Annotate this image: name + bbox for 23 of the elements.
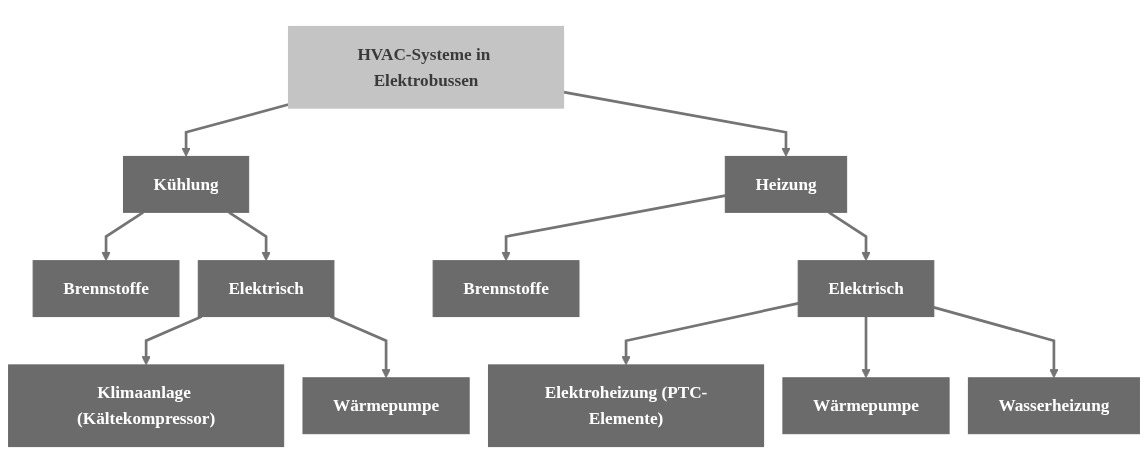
node-box: Kühlung <box>122 155 250 213</box>
arrow <box>101 211 144 262</box>
node-box: Elektroheizung (PTC-Elemente) <box>487 364 765 448</box>
arrow <box>141 315 203 366</box>
arrow <box>181 103 289 157</box>
arrow <box>228 211 271 262</box>
node-box: Brennstoffe <box>32 260 180 318</box>
node-box: Wasserheizung <box>967 377 1140 435</box>
arrow <box>563 90 791 157</box>
arrow <box>933 306 1059 379</box>
node-box: Klimaanlage (Kältekompressor) <box>8 364 285 448</box>
arrow <box>501 194 726 262</box>
node-box: Wärmepumpe <box>302 377 470 435</box>
arrow <box>329 315 391 379</box>
arrow <box>621 302 799 366</box>
node-box: Heizung <box>724 155 848 213</box>
arrow <box>861 316 871 379</box>
node-box: Wärmepumpe <box>782 377 950 435</box>
node-box: HVAC-Systeme in Elektrobussen <box>287 25 565 109</box>
node-box: Elektrisch <box>797 260 935 318</box>
node-box: Elektrisch <box>197 260 335 318</box>
node-box: Brennstoffe <box>432 260 580 318</box>
arrow <box>828 211 871 262</box>
